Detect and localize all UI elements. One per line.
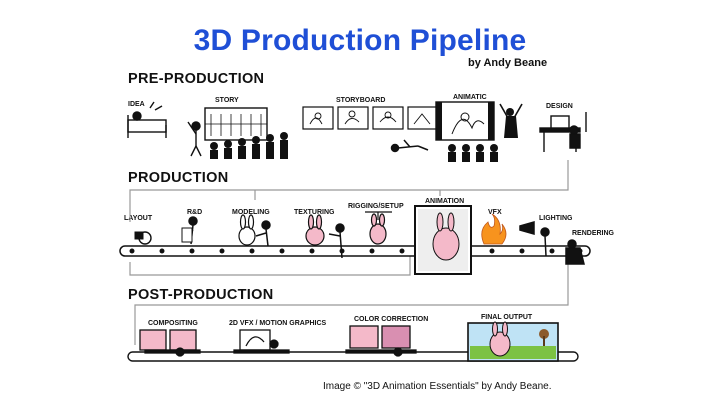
- stage-rendering-label: RENDERING: [572, 230, 615, 237]
- stage-modeling-label: MODELING: [232, 209, 270, 216]
- story-illustration: [187, 107, 268, 157]
- modeling-worker: [255, 220, 271, 247]
- color-correction-station: [345, 325, 417, 357]
- rendering-figure: [565, 239, 585, 265]
- stage-final-output-label: FINAL OUTPUT: [481, 314, 533, 321]
- image-credit: Image © "3D Animation Essentials" by And…: [323, 381, 552, 392]
- connector-pre-to-production: [129, 160, 569, 222]
- stage-layout-label: LAYOUT: [124, 215, 153, 222]
- story-audience: [210, 132, 288, 159]
- section-post-production: POST-PRODUCTION: [128, 287, 274, 303]
- stage-texturing-label: TEXTURING: [294, 209, 335, 216]
- design-desk: [539, 112, 587, 152]
- section-production: PRODUCTION: [128, 170, 229, 186]
- rigging-bunny: [365, 211, 392, 245]
- stage-animation-label: ANIMATION: [425, 198, 465, 205]
- animatic-audience: [448, 103, 523, 162]
- idea-bed-illustration: [127, 101, 167, 138]
- stage-design-label: DESIGN: [546, 103, 573, 110]
- lighting-figure: [519, 221, 550, 257]
- stage-story-label: STORY: [215, 97, 239, 104]
- vfx2d-station: [233, 329, 290, 354]
- storyboard-figure: [390, 139, 429, 153]
- stage-vfx-label: VFX: [488, 209, 502, 216]
- stage-compositing-label: COMPOSITING: [148, 320, 198, 327]
- modeling-bunny: [238, 214, 256, 246]
- animation-frame: [414, 205, 472, 275]
- author-byline: by Andy Beane: [468, 57, 548, 69]
- animatic-screen: [435, 101, 495, 141]
- stage-lighting-label: LIGHTING: [539, 215, 573, 222]
- connector-production-loop: [129, 250, 411, 276]
- stage-2d-vfx-label: 2D VFX / MOTION GRAPHICS: [229, 320, 327, 327]
- stage-rigging-label: RIGGING/SETUP: [348, 203, 404, 210]
- connector-production-to-post: [134, 262, 569, 345]
- layout-camera-figure: [134, 231, 152, 245]
- stage-animatic-label: ANIMATIC: [453, 94, 487, 101]
- vfx-fire: [481, 213, 507, 245]
- compositing-station: [139, 329, 201, 357]
- stage-storyboard-label: STORYBOARD: [336, 97, 386, 104]
- section-pre-production: PRE-PRODUCTION: [128, 71, 265, 87]
- stage-color-correction-label: COLOR CORRECTION: [354, 316, 429, 323]
- rnd-worker: [181, 216, 198, 245]
- texturing-bunny: [305, 214, 325, 246]
- stage-idea-label: IDEA: [128, 101, 145, 108]
- production-conveyor: [119, 245, 591, 257]
- pipeline-connectors: [129, 160, 569, 345]
- final-output-screen: [467, 321, 559, 362]
- texturing-worker: [328, 223, 345, 259]
- stage-rnd-label: R&D: [187, 209, 203, 216]
- page-title: 3D Production Pipeline: [193, 24, 527, 57]
- storyboard-frames: [302, 106, 439, 130]
